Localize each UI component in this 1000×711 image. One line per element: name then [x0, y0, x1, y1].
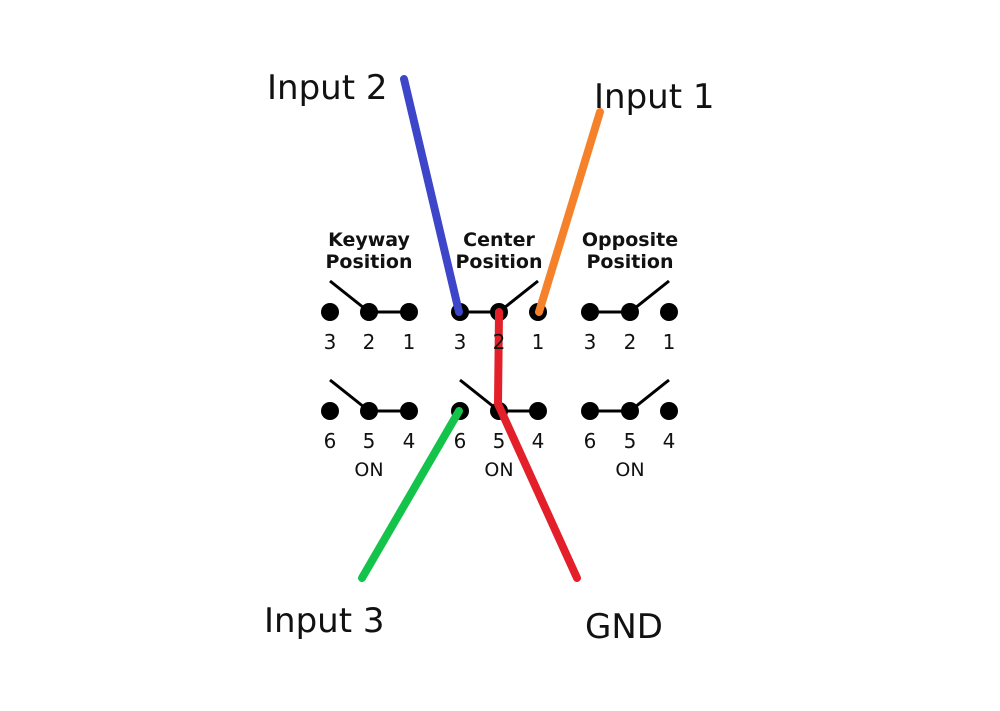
center-pin-1: 1 — [532, 330, 545, 354]
center-pin-6: 6 — [454, 429, 467, 453]
opposite-pin-6: 6 — [584, 429, 597, 453]
keyway-terminal-5 — [360, 402, 378, 420]
opposite-terminal-2 — [621, 303, 639, 321]
opposite-switch-group — [581, 279, 678, 420]
opposite-pin-1: 1 — [663, 330, 676, 354]
opposite-terminal-4 — [660, 402, 678, 420]
opposite-terminal-3 — [581, 303, 599, 321]
center-pin-3: 3 — [454, 330, 467, 354]
opposite-pin-2: 2 — [624, 330, 637, 354]
keyway-terminal-2 — [360, 303, 378, 321]
keyway-terminal-3 — [321, 303, 339, 321]
center-pin-5: 5 — [493, 429, 506, 453]
wires — [358, 75, 604, 582]
gnd-label: GND — [585, 607, 663, 647]
input-2-wire — [400, 75, 463, 316]
keyway-pin-5: 5 — [363, 429, 376, 453]
center-on-label: ON — [484, 459, 513, 481]
opposite-pin-5: 5 — [624, 429, 637, 453]
input-1-label: Input 1 — [594, 77, 714, 117]
keyway-on-label: ON — [354, 459, 383, 481]
keyway-pin-2: 2 — [363, 330, 376, 354]
opposite-pin-4: 4 — [663, 429, 676, 453]
opposite-on-label: ON — [615, 459, 644, 481]
keyway-terminal-4 — [400, 402, 418, 420]
opposite-terminal-1 — [660, 303, 678, 321]
input-3-wire — [358, 407, 463, 582]
wire-labels: Input 2 Input 1 Input 3 GND — [264, 68, 714, 647]
keyway-switch-group — [321, 279, 418, 420]
keyway-terminal-1 — [400, 303, 418, 321]
input-1-wire — [535, 108, 604, 316]
center-heading-line2: Position — [456, 251, 543, 273]
opposite-pin-3: 3 — [584, 330, 597, 354]
keyway-pin-6: 6 — [324, 429, 337, 453]
opposite-terminal-6 — [581, 402, 599, 420]
keyway-pin-3: 3 — [324, 330, 337, 354]
center-terminal-4 — [529, 402, 547, 420]
center-heading-line1: Center — [463, 229, 535, 251]
position-headings: Keyway Position Center Position Opposite… — [326, 229, 679, 273]
input-3-label: Input 3 — [264, 601, 384, 641]
opposite-heading-line2: Position — [587, 251, 674, 273]
center-pin-2: 2 — [493, 330, 506, 354]
on-labels: ON ON ON — [354, 459, 644, 481]
keyway-pin-1: 1 — [403, 330, 416, 354]
opposite-heading-line1: Opposite — [582, 229, 678, 251]
input-2-label: Input 2 — [267, 68, 387, 108]
keyway-heading-line1: Keyway — [328, 229, 410, 251]
keyway-pin-4: 4 — [403, 429, 416, 453]
gnd-wire — [494, 308, 581, 582]
keyway-heading-line2: Position — [326, 251, 413, 273]
keyway-terminal-6 — [321, 402, 339, 420]
pin-numbers: 3 2 1 6 5 4 3 2 1 6 5 4 3 2 1 6 5 4 — [324, 330, 676, 453]
center-pin-4: 4 — [532, 429, 545, 453]
opposite-terminal-5 — [621, 402, 639, 420]
